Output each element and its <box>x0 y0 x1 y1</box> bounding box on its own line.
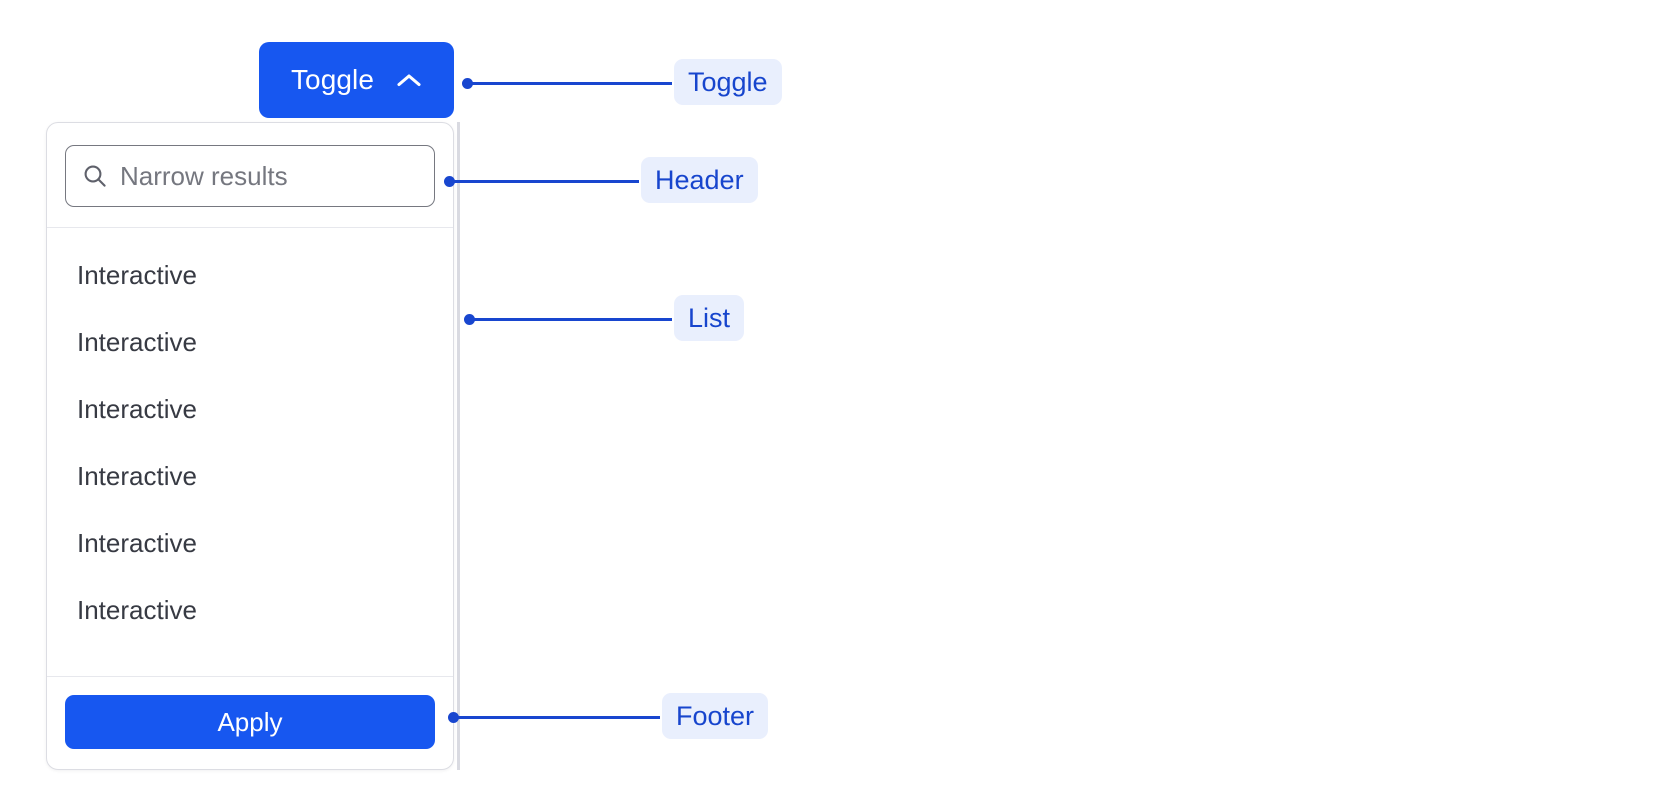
list-item[interactable]: Interactive <box>77 394 197 424</box>
search-box[interactable] <box>65 145 435 207</box>
popover-list: Interactive Interactive Interactive Inte… <box>47 228 453 676</box>
callout-line <box>449 180 639 183</box>
dropdown-popover: Interactive Interactive Interactive Inte… <box>46 122 454 770</box>
toggle-button-label: Toggle <box>290 64 375 95</box>
list-item[interactable]: Interactive <box>77 260 197 290</box>
list-item[interactable]: Interactive <box>77 461 197 491</box>
list-item[interactable]: Interactive <box>77 528 197 558</box>
callout-label-list: List <box>674 295 745 341</box>
popover-footer: Apply <box>47 676 453 769</box>
callout-line <box>469 318 672 321</box>
callout-line <box>467 82 672 85</box>
callout-label-toggle: Toggle <box>674 59 782 105</box>
apply-button[interactable]: Apply <box>65 695 435 749</box>
vertical-guide-line <box>457 122 460 770</box>
callout-line <box>453 716 660 719</box>
list-item[interactable]: Interactive <box>77 327 197 357</box>
callout-label-footer: Footer <box>662 693 769 739</box>
callout-label-header: Header <box>641 157 758 203</box>
list-item[interactable]: Interactive <box>77 595 197 625</box>
toggle-button[interactable]: Toggle <box>259 42 454 118</box>
chevron-up-icon <box>397 74 421 87</box>
popover-header <box>47 123 453 228</box>
search-input[interactable] <box>120 160 420 192</box>
callout-dot <box>462 78 473 89</box>
callout-dot <box>464 314 475 325</box>
search-icon <box>84 165 106 187</box>
